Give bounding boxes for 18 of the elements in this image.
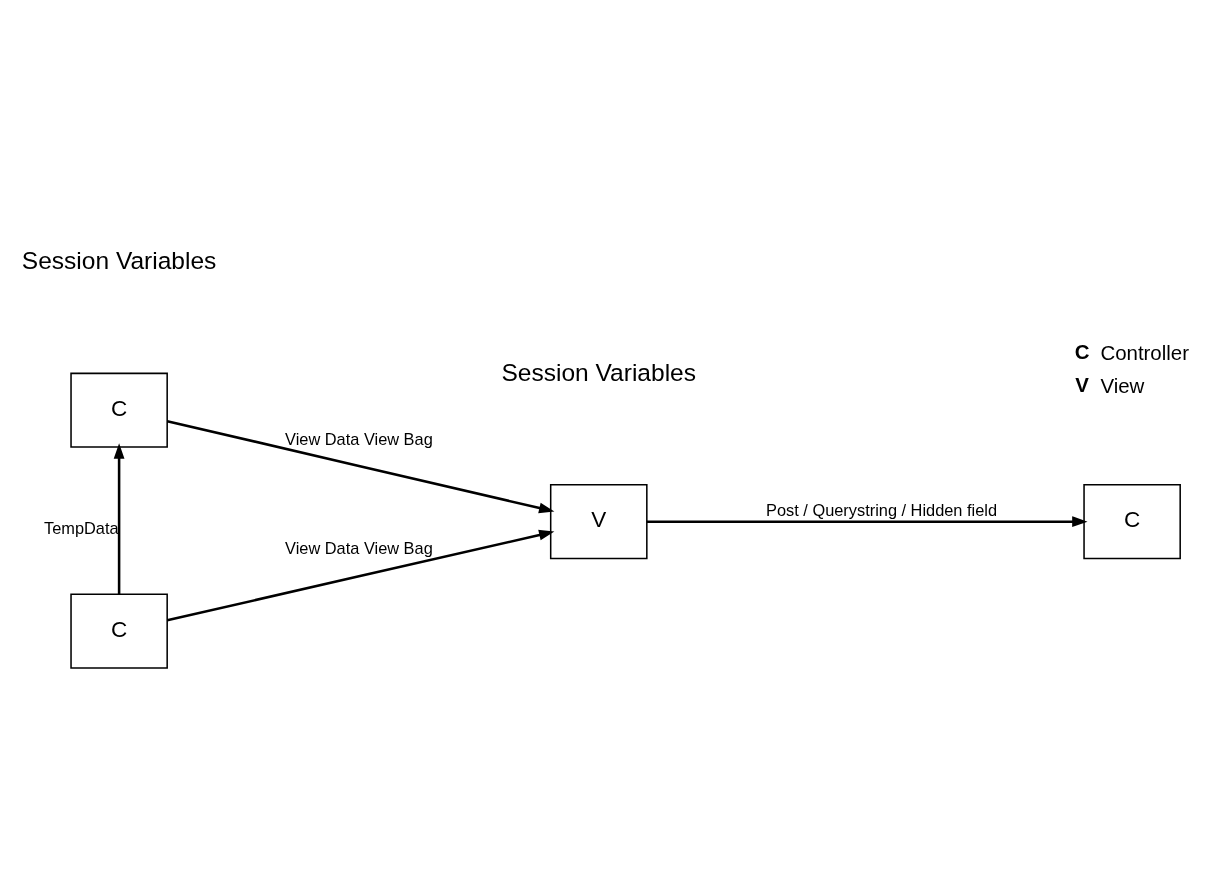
label: Controller <box>1100 341 1190 365</box>
label: Session Variables <box>501 358 697 386</box>
label: V <box>1075 372 1089 396</box>
edge-label: TempData <box>43 518 119 537</box>
arrow <box>113 443 125 594</box>
node-box: C <box>70 593 168 669</box>
node-box: C <box>1083 484 1181 560</box>
label: Session Variables <box>21 247 217 275</box>
label: C <box>1074 340 1090 364</box>
edge-label: View Data View Bag <box>285 429 433 448</box>
arrow <box>646 516 1088 528</box>
edge-label: Post / Querystring / Hidden field <box>766 501 998 520</box>
label: View <box>1100 373 1145 397</box>
node-box: C <box>70 372 168 448</box>
arrow <box>166 529 555 622</box>
edge-label: View Data View Bag <box>285 539 433 558</box>
node-box: V <box>549 484 648 560</box>
arrow <box>166 419 555 514</box>
